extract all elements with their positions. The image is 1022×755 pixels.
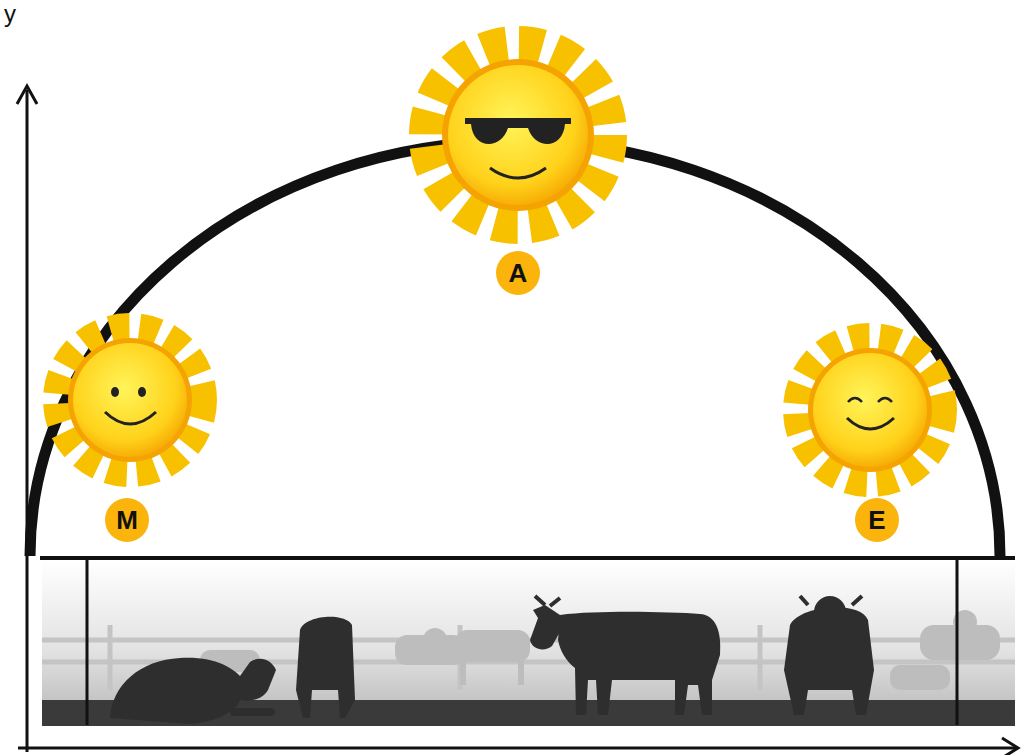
time-letter: M [116,507,138,533]
time-letter: A [509,260,528,286]
marker-circle: A [496,251,540,295]
noon-sun [433,50,603,220]
horizon-lines [40,558,1015,725]
marker-circle: E [855,498,899,542]
pasture [42,560,1015,726]
evening-sun [802,342,938,478]
time-letter: E [868,507,885,533]
marker-circle: M [105,498,149,542]
morning-sun [62,332,198,468]
axis-label: y [4,2,16,26]
